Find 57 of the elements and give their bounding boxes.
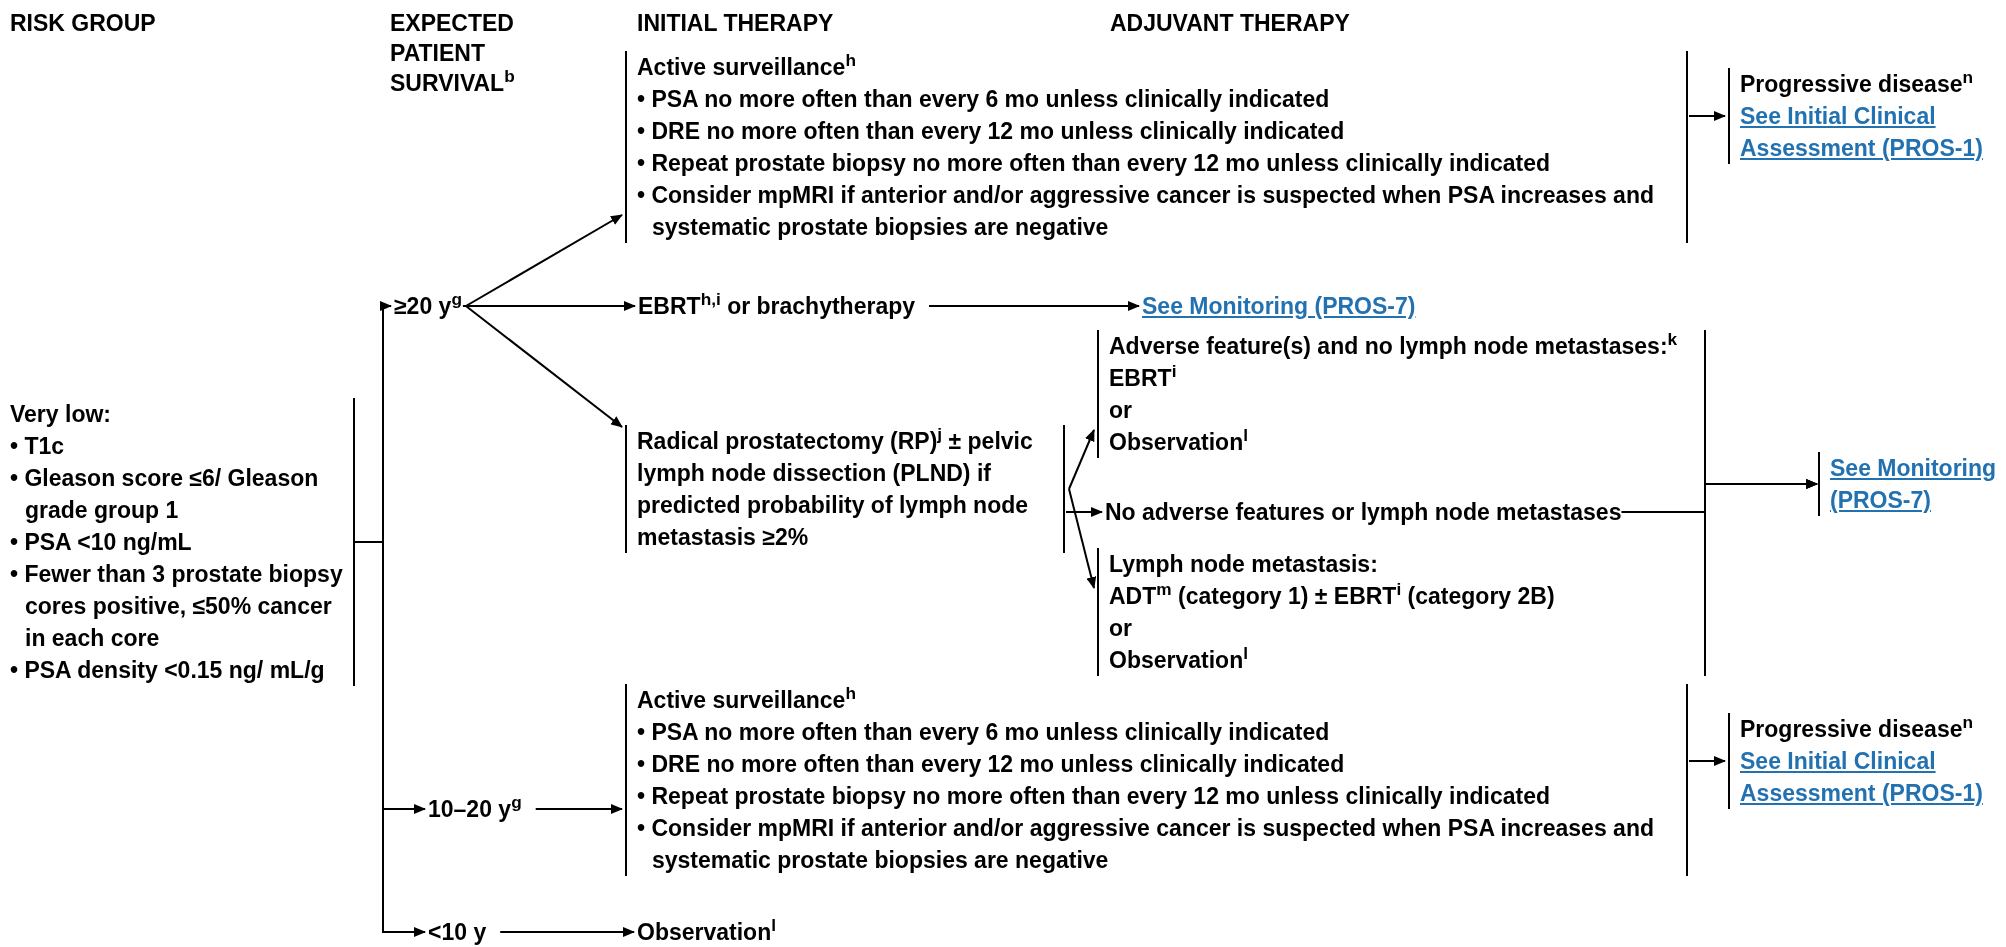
- column-heading: INITIAL THERAPY: [637, 9, 835, 38]
- box-text: or: [1109, 396, 1133, 425]
- link: See Initial Clinical Assessment (PROS-1): [1740, 747, 1984, 808]
- therapy-box: [625, 51, 1688, 243]
- link: See Monitoring (PROS-7): [1830, 454, 1998, 515]
- arrow: [461, 301, 636, 311]
- bullet-item: • DRE no more often than every 12 mo unless clinically indicated: [637, 117, 1346, 146]
- risk-group-box: [10, 398, 355, 686]
- bullet-item: • Gleason score ≤6/ Gleason grade group 1: [10, 464, 320, 525]
- survival-label: ≥20 y$^{g}$: [394, 290, 462, 322]
- box-text: Observation$^{l}$: [1109, 644, 1249, 675]
- column-heading: RISK GROUP: [10, 9, 157, 38]
- bullet-item: • PSA density <0.15 ng/ mL/g: [10, 656, 326, 685]
- arrow: [354, 541, 426, 937]
- bullet-item: • T1c: [10, 432, 66, 461]
- adjuvant-text: No adverse features or lymph node metastases: [1105, 496, 1622, 528]
- box-text: or: [1109, 614, 1133, 643]
- bullet-item: • Repeat prostate biopsy no more often than every 12 mo unless clinically indicated: [637, 149, 1551, 178]
- arrow: [928, 301, 1140, 311]
- bullet-item: • Consider mpMRI if anterior and/or aggressive cancer is suspected when PSA increases and systematic prostate biopsies are negative: [637, 181, 1655, 242]
- box-text: Progressive disease$^{n}$: [1740, 68, 1975, 99]
- bullet-item: • Fewer than 3 prostate biopsy cores positive, ≤50% cancer in each core: [10, 560, 344, 653]
- box-text: Observation$^{l}$: [1109, 426, 1249, 457]
- column-heading: ADJUVANT THERAPY: [1110, 9, 1351, 38]
- survival-label: <10 y: [428, 918, 487, 946]
- box-text: Active surveillance$^{h}$: [637, 684, 857, 715]
- box-text: ADT$^{m}$ (category 1) ± EBRT$^{i}$ (category 2B): [1109, 580, 1556, 611]
- box-text: Progressive disease$^{n}$: [1740, 713, 1975, 744]
- bullet-item: • PSA no more often than every 6 mo unless clinically indicated: [637, 85, 1331, 114]
- box-text: Adverse feature(s) and no lymph node metastases:$^{k}$: [1109, 330, 1679, 361]
- arrow: [534, 804, 623, 814]
- bullet-item: • Consider mpMRI if anterior and/or aggressive cancer is suspected when PSA increases and systematic prostate biopsies are negative: [637, 814, 1655, 875]
- box-text: Active surveillance$^{h}$: [637, 51, 857, 82]
- arrow: [464, 214, 623, 307]
- box-text: Very low:: [10, 400, 112, 429]
- arrow: [1068, 488, 1097, 589]
- survival-label: 10–20 y$^{g}$: [428, 793, 522, 825]
- bullet-item: • DRE no more often than every 12 mo unless clinically indicated: [637, 750, 1346, 779]
- arrow: [1065, 507, 1103, 517]
- bullet-item: • PSA <10 ng/mL: [10, 528, 193, 557]
- column-heading: EXPECTED PATIENT SURVIVAL$^{b}$: [390, 9, 516, 98]
- box-text: Radical prostatectomy (RP)$^{j}$ ± pelvic lymph node dissection (PLND) if predicted probability of lymph node metastasis ≥2%: [637, 425, 1034, 552]
- box-text: Lymph node metastasis:: [1109, 550, 1379, 579]
- arrow: [1704, 479, 1818, 613]
- arrow: [1068, 429, 1095, 490]
- therapy-text: Observation$^{l}$: [637, 918, 776, 946]
- arrow: [1688, 756, 1726, 766]
- link: See Initial Clinical Assessment (PROS-1): [1740, 102, 1984, 163]
- bullet-item: • PSA no more often than every 6 mo unless clinically indicated: [637, 718, 1331, 747]
- arrow: [464, 305, 623, 428]
- arrow: [1688, 111, 1726, 121]
- monitoring-link: See Monitoring (PROS-7): [1142, 290, 1416, 322]
- box-text: EBRT$^{i}$: [1109, 362, 1178, 393]
- arrow: [499, 927, 635, 937]
- therapy-text: EBRT$^{h,i}$ or brachytherapy: [638, 290, 916, 322]
- therapy-box: [625, 684, 1688, 876]
- bullet-item: • Repeat prostate biopsy no more often than every 12 mo unless clinically indicated: [637, 782, 1551, 811]
